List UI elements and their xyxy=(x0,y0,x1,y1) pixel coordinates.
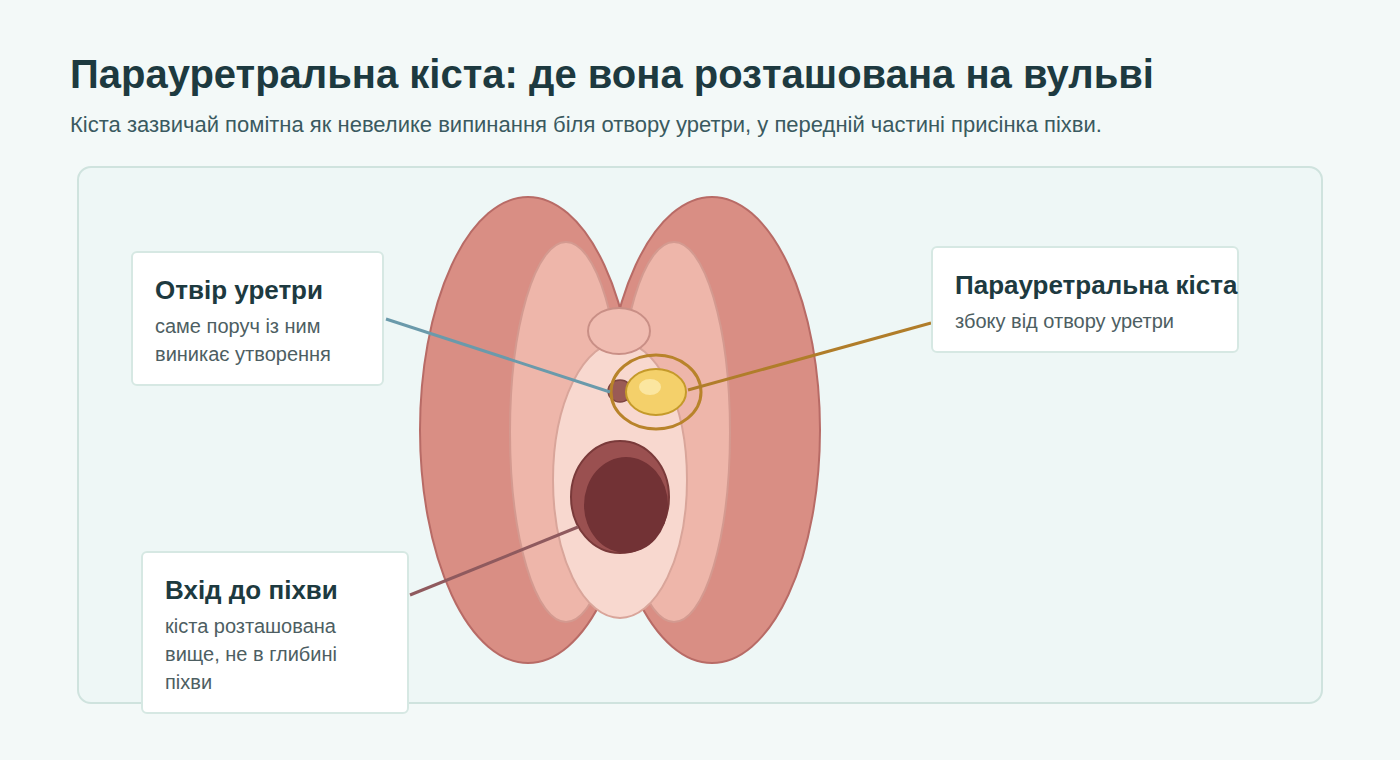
callout-box: Вхід до піхви кіста розташована вище, не … xyxy=(141,551,409,714)
cyst-ring xyxy=(611,355,701,429)
leader-line xyxy=(688,323,931,390)
paraurethral-cyst xyxy=(626,369,686,415)
cyst-highlight xyxy=(639,379,661,395)
callout-heading: Отвір уретри xyxy=(155,275,360,306)
leader-line xyxy=(410,527,578,595)
callout-heading: Парауретральна кіста xyxy=(955,270,1215,301)
callout-box: Парауретральна кіста збоку від отвору уре… xyxy=(931,246,1239,353)
callout-body: саме поруч із ним виникає утворення xyxy=(155,312,360,368)
vaginal-opening xyxy=(571,441,669,553)
callout-box: Отвір уретри саме поруч із ним виникає ут… xyxy=(131,251,384,386)
callout-heading: Вхід до піхви xyxy=(165,575,385,606)
callout-body: збоку від отвору уретри xyxy=(955,307,1215,335)
leader-line xyxy=(386,319,610,392)
callout-body: кіста розташована вище, не в глибині піх… xyxy=(165,612,385,696)
diagram-caption: Кіста зазвичай помітна як невелике випин… xyxy=(70,112,1102,138)
clitoral-hood xyxy=(588,308,650,354)
diagram-title: Парауретральна кіста: де вона розташован… xyxy=(70,52,1154,97)
vaginal-opening-inner xyxy=(584,457,668,553)
vestibule xyxy=(553,342,687,618)
